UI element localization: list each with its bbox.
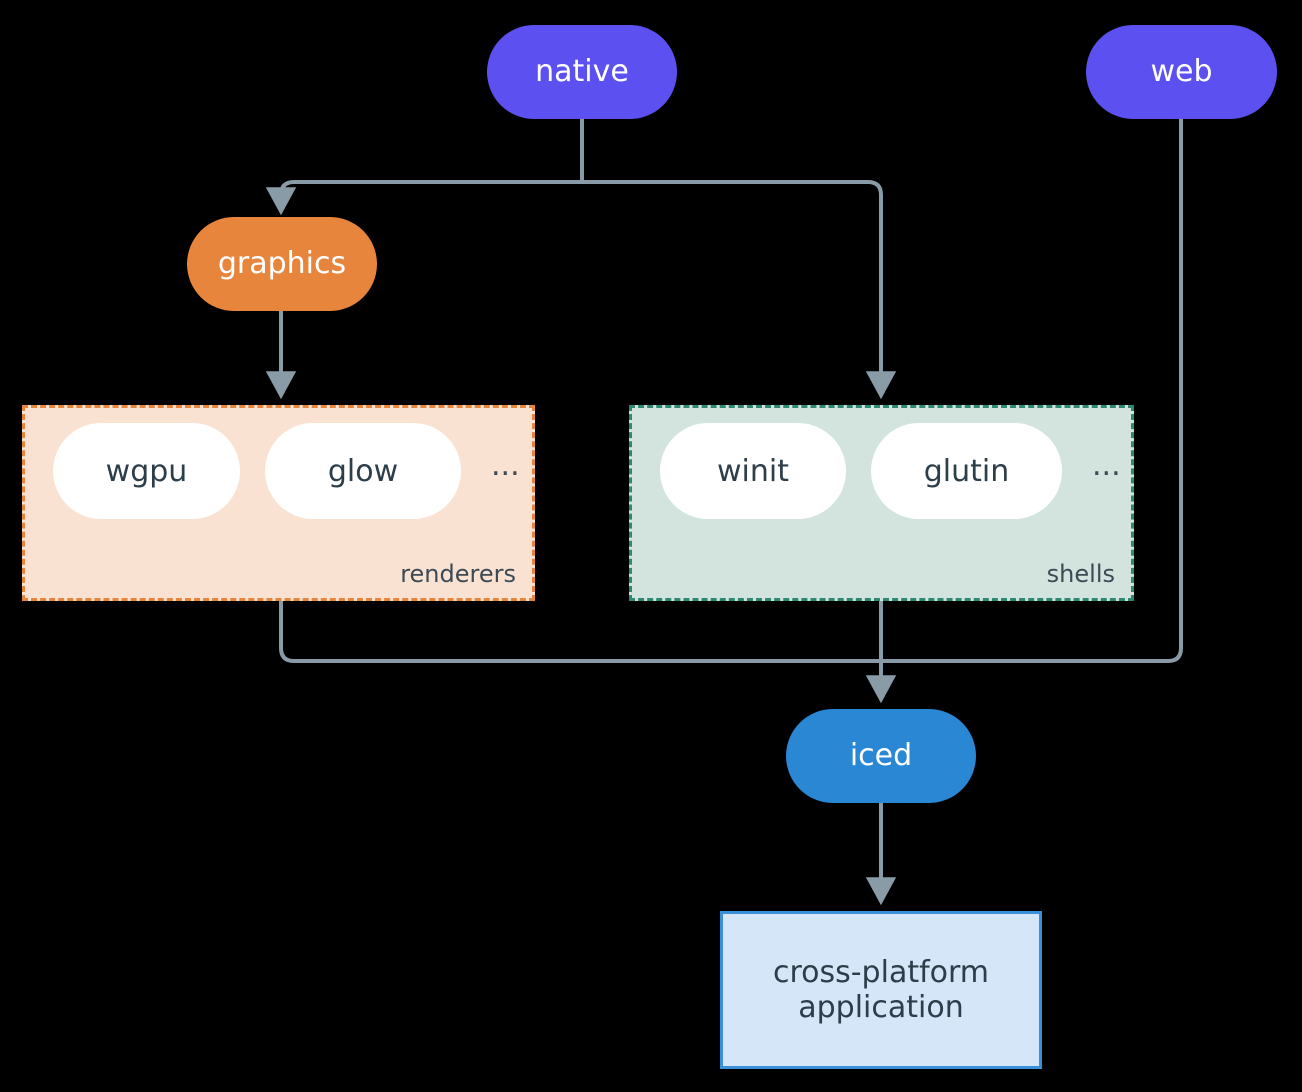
pill-wgpu-label: wgpu bbox=[105, 453, 188, 489]
pill-winit-label: winit bbox=[717, 453, 789, 489]
edge-native-to-shells bbox=[582, 180, 897, 400]
node-iced[interactable]: iced bbox=[786, 709, 976, 803]
node-graphics[interactable]: graphics bbox=[187, 217, 377, 311]
edge-web-to-iced bbox=[881, 119, 1183, 663]
renderers-overflow-ellipsis: ... bbox=[491, 448, 520, 483]
group-shells-label: shells bbox=[1046, 560, 1115, 588]
node-native-label: native bbox=[535, 54, 629, 90]
edge-renderers-to-iced bbox=[279, 601, 881, 663]
group-renderers[interactable]: wgpu glow ... renderers bbox=[22, 405, 535, 601]
node-application-label: cross-platform application bbox=[772, 954, 990, 1025]
shells-overflow-ellipsis: ... bbox=[1092, 448, 1121, 483]
node-graphics-label: graphics bbox=[217, 246, 347, 282]
pill-glow-label: glow bbox=[327, 453, 399, 489]
node-web-label: web bbox=[1150, 54, 1213, 90]
pill-glow[interactable]: glow bbox=[265, 423, 461, 519]
node-native[interactable]: native bbox=[487, 25, 677, 119]
group-renderers-items: wgpu glow ... bbox=[25, 408, 520, 534]
group-renderers-label: renderers bbox=[400, 560, 516, 588]
pill-glutin-label: glutin bbox=[923, 453, 1010, 489]
pill-winit[interactable]: winit bbox=[660, 423, 846, 519]
edge-native-to-graphics bbox=[265, 180, 582, 216]
group-shells-items: winit glutin ... bbox=[632, 408, 1121, 534]
group-shells[interactable]: winit glutin ... shells bbox=[629, 405, 1134, 601]
pill-wgpu[interactable]: wgpu bbox=[53, 423, 240, 519]
node-iced-label: iced bbox=[849, 738, 913, 774]
pill-glutin[interactable]: glutin bbox=[871, 423, 1062, 519]
node-web[interactable]: web bbox=[1086, 25, 1277, 119]
node-application[interactable]: cross-platform application bbox=[720, 911, 1042, 1069]
